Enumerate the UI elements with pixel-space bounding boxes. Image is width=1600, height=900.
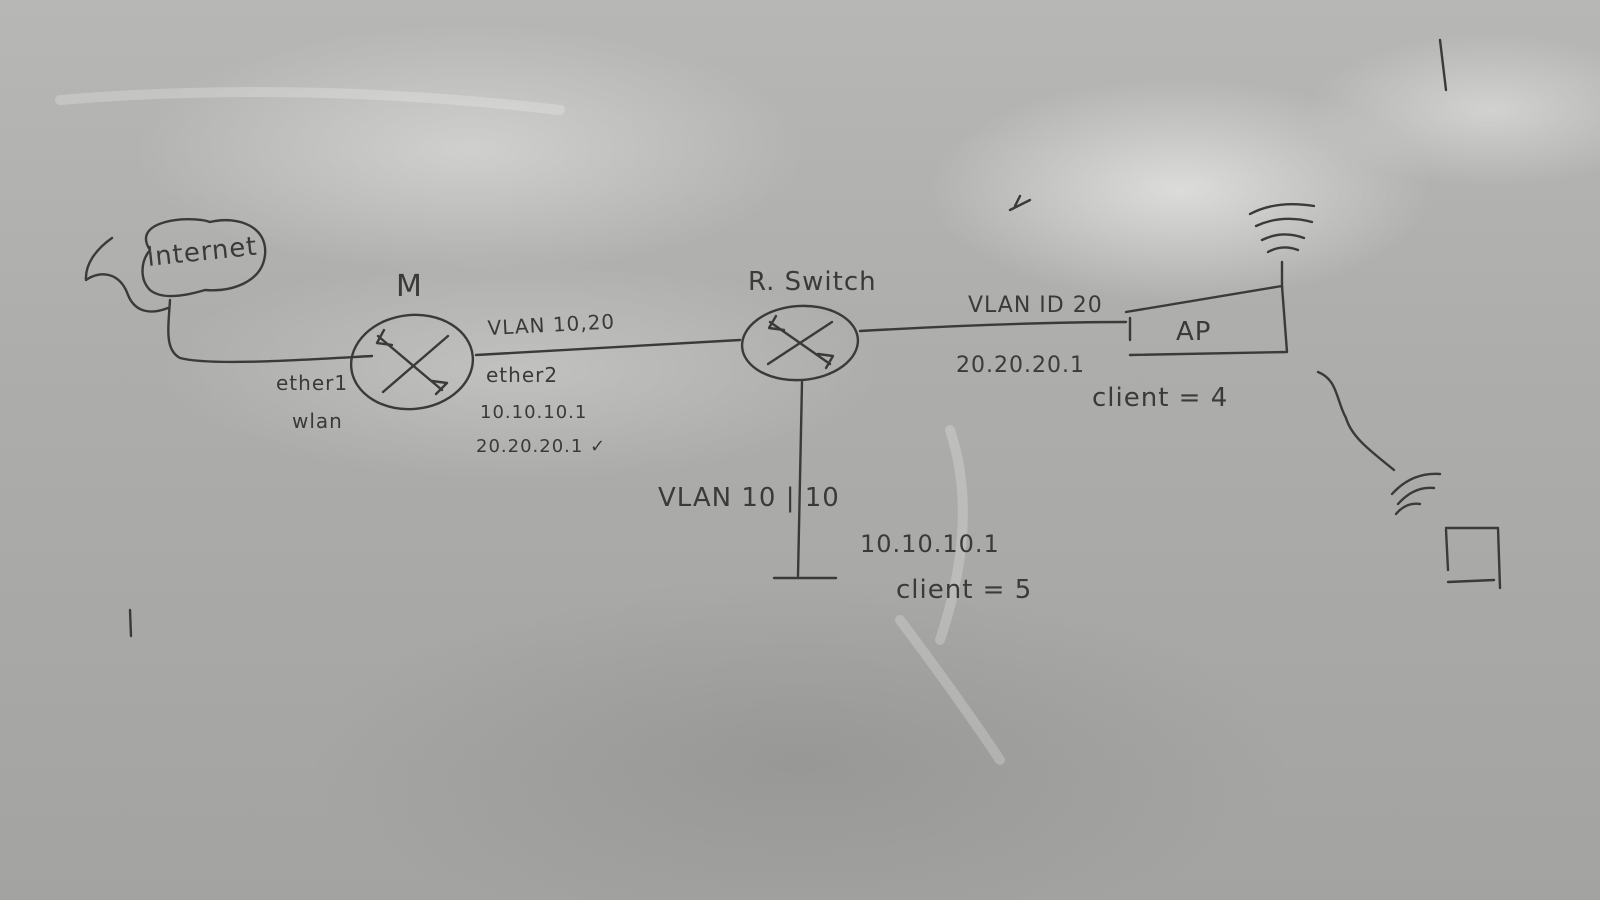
router-label: M: [396, 269, 423, 304]
vlan10-clients: client = 5: [896, 575, 1032, 605]
internet-cloud: internet: [84, 218, 267, 313]
trunk-link-router-switch: [474, 338, 742, 357]
wireless-connection: [1316, 370, 1396, 472]
router-vlan20-ip: 20.20.20.1 ✓: [476, 436, 606, 457]
router-vlan10-ip: 10.10.10.1: [480, 402, 587, 423]
switch-label: R. Switch: [748, 267, 877, 297]
vlan10-link: [796, 380, 804, 578]
vlan20-link: [858, 320, 1128, 333]
vlan10-label: VLAN 10 | 10: [658, 483, 840, 513]
switch-icon: [740, 304, 860, 382]
router-icon: [349, 313, 475, 411]
internet-label: internet: [146, 232, 259, 273]
router-wan-label-wlan: wlan: [292, 409, 343, 433]
eraser-smudges: [55, 87, 1005, 765]
router-wan-label-ether1: ether1: [276, 371, 348, 395]
vlan20-label: VLAN ID 20: [968, 293, 1103, 318]
trunk-vlan-label: VLAN 10,20: [487, 309, 616, 340]
ap-label: AP: [1176, 317, 1211, 347]
stray-marks: [128, 38, 1448, 638]
vlan10-gateway: 10.10.10.1: [860, 530, 1000, 558]
access-point-icon: [1124, 260, 1289, 357]
ap-clients: client = 4: [1092, 383, 1228, 413]
ap-wifi-icon: [1248, 203, 1316, 254]
internet-uplink: [167, 298, 374, 364]
client-wifi-icon: [1390, 472, 1442, 516]
router-lan-ether2-label: ether2: [486, 363, 558, 387]
vlan20-gateway: 20.20.20.1: [956, 353, 1085, 378]
client-device-icon: [1444, 526, 1502, 590]
